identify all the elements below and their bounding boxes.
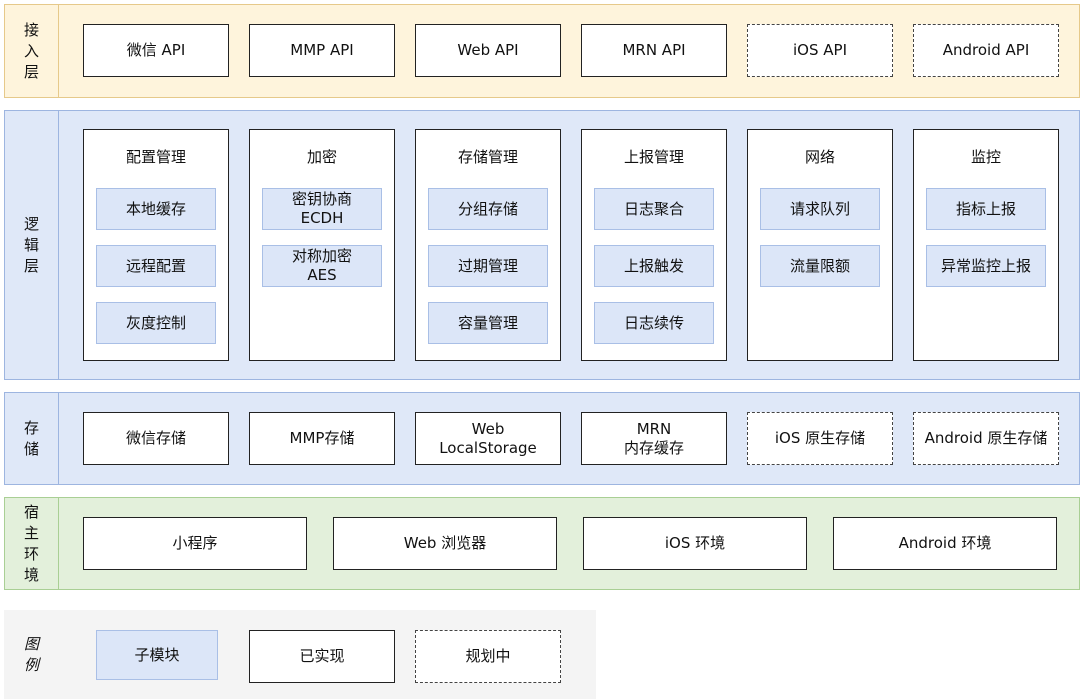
exception-monitor-module: 异常监控上报 xyxy=(926,245,1046,287)
web-browser-box: Web 浏览器 xyxy=(333,517,557,570)
key-agreement-module: 密钥协商 ECDH xyxy=(262,188,382,230)
log-resume-module: 日志续传 xyxy=(594,302,714,344)
logic-layer: 逻 辑 层 配置管理 本地缓存 远程配置 灰度控制 加密 密钥协商 ECDH 对… xyxy=(4,110,1080,380)
host-layer: 宿 主 环 境 小程序 Web 浏览器 iOS 环境 Android 环境 xyxy=(4,497,1080,590)
access-layer-label-char: 接 xyxy=(23,20,39,39)
legend-submodule-swatch: 子模块 xyxy=(96,630,218,680)
remote-config-module: 远程配置 xyxy=(96,245,216,287)
host-layer-label-char: 主 xyxy=(23,523,39,542)
access-layer-label-char: 层 xyxy=(23,62,39,81)
request-queue-module: 请求队列 xyxy=(760,188,880,230)
logic-layer-label: 逻 辑 层 xyxy=(5,111,59,379)
access-layer-label: 接 入 层 xyxy=(5,5,59,97)
network-group: 网络 请求队列 流量限额 xyxy=(747,129,893,361)
ios-api-box: iOS API xyxy=(747,24,893,77)
metric-report-module: 指标上报 xyxy=(926,188,1046,230)
logic-layer-label-char: 逻 xyxy=(23,214,39,233)
host-layer-label: 宿 主 环 境 xyxy=(5,498,59,589)
mrn-memory-cache-box: MRN 内存缓存 xyxy=(581,412,727,465)
log-aggregation-module: 日志聚合 xyxy=(594,188,714,230)
legend-implemented-swatch: 已实现 xyxy=(249,630,395,683)
legend-label-char: 图 xyxy=(23,634,39,653)
group-title: 网络 xyxy=(804,148,835,166)
android-api-box: Android API xyxy=(913,24,1059,77)
legend: 图 例 子模块 已实现 规划中 xyxy=(4,610,596,699)
encryption-group: 加密 密钥协商 ECDH 对称加密 AES xyxy=(249,129,395,361)
group-storage-module: 分组存储 xyxy=(428,188,548,230)
web-api-box: Web API xyxy=(415,24,561,77)
gray-control-module: 灰度控制 xyxy=(96,302,216,344)
report-management-group: 上报管理 日志聚合 上报触发 日志续传 xyxy=(581,129,727,361)
group-title: 存储管理 xyxy=(457,148,518,166)
logic-layer-label-char: 层 xyxy=(23,256,39,275)
access-layer-label-char: 入 xyxy=(23,41,39,60)
config-management-group: 配置管理 本地缓存 远程配置 灰度控制 xyxy=(83,129,229,361)
storage-management-group: 存储管理 分组存储 过期管理 容量管理 xyxy=(415,129,561,361)
web-localstorage-box: Web LocalStorage xyxy=(415,412,561,465)
traffic-limit-module: 流量限额 xyxy=(760,245,880,287)
capacity-management-module: 容量管理 xyxy=(428,302,548,344)
monitoring-group: 监控 指标上报 异常监控上报 xyxy=(913,129,1059,361)
symmetric-encryption-module: 对称加密 AES xyxy=(262,245,382,287)
legend-label: 图 例 xyxy=(5,611,59,698)
host-layer-label-char: 境 xyxy=(23,565,39,584)
storage-layer-label-char: 储 xyxy=(23,439,39,458)
android-environment-box: Android 环境 xyxy=(833,517,1057,570)
wechat-api-box: 微信 API xyxy=(83,24,229,77)
expiry-management-module: 过期管理 xyxy=(428,245,548,287)
ios-native-storage-box: iOS 原生存储 xyxy=(747,412,893,465)
legend-label-char: 例 xyxy=(23,655,39,674)
host-layer-label-char: 环 xyxy=(23,544,39,563)
storage-layer-label-char: 存 xyxy=(23,418,39,437)
storage-layer: 存 储 微信存储 MMP存储 Web LocalStorage MRN 内存缓存… xyxy=(4,392,1080,485)
group-title: 上报管理 xyxy=(623,148,684,166)
wechat-storage-box: 微信存储 xyxy=(83,412,229,465)
group-title: 加密 xyxy=(306,148,337,166)
mmp-storage-box: MMP存储 xyxy=(249,412,395,465)
android-native-storage-box: Android 原生存储 xyxy=(913,412,1059,465)
mrn-api-box: MRN API xyxy=(581,24,727,77)
local-cache-module: 本地缓存 xyxy=(96,188,216,230)
access-layer: 接 入 层 微信 API MMP API Web API MRN API iOS… xyxy=(4,4,1080,98)
report-trigger-module: 上报触发 xyxy=(594,245,714,287)
mmp-api-box: MMP API xyxy=(249,24,395,77)
storage-layer-label: 存 储 xyxy=(5,393,59,484)
group-title: 配置管理 xyxy=(125,148,186,166)
host-layer-label-char: 宿 xyxy=(23,502,39,521)
mini-program-box: 小程序 xyxy=(83,517,307,570)
group-title: 监控 xyxy=(970,148,1001,166)
ios-environment-box: iOS 环境 xyxy=(583,517,807,570)
logic-layer-label-char: 辑 xyxy=(23,235,39,254)
legend-planned-swatch: 规划中 xyxy=(415,630,561,683)
